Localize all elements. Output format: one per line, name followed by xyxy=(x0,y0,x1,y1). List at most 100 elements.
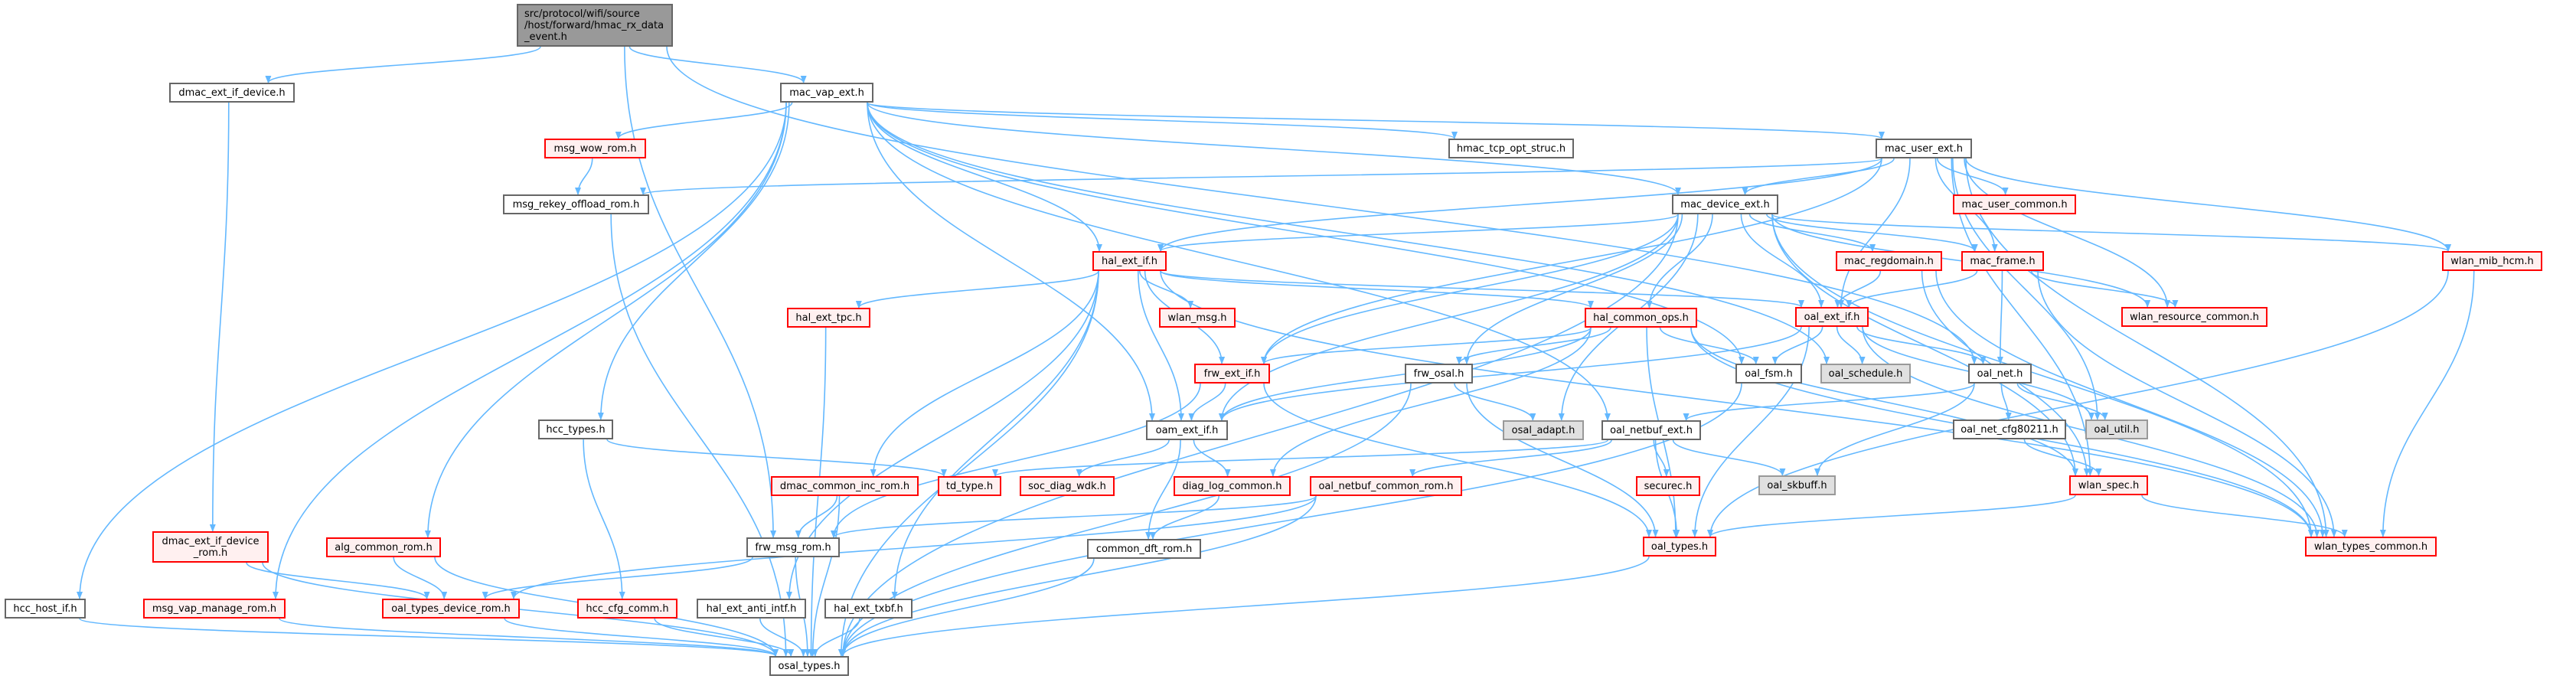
edge-diag-log-common-to-common-dft-rom xyxy=(1150,495,1220,540)
node-hcc-cfg-comm[interactable]: hcc_cfg_comm.h xyxy=(577,599,677,619)
edge-mac-device-ext-to-oam-ext-if xyxy=(1219,214,1679,421)
node-mac-frame[interactable]: mac_frame.h xyxy=(1961,251,2044,271)
edge-oam-ext-if-to-diag-log-common xyxy=(1193,439,1231,477)
node-mac-user-common[interactable]: mac_user_common.h xyxy=(1953,194,2076,214)
edge-mac-device-ext-to-mac-frame xyxy=(1766,214,1978,252)
node-oal-schedule[interactable]: oal_schedule.h xyxy=(1820,364,1911,384)
node-oal-netbuf-common-rom[interactable]: oal_netbuf_common_rom.h xyxy=(1310,476,1462,496)
edge-mac-user-ext-to-mac-user-common xyxy=(1936,158,2009,195)
edge-wlan-spec-to-wlan-types-common xyxy=(2141,495,2348,537)
node-wlan-spec[interactable]: wlan_spec.h xyxy=(2069,475,2148,495)
node-oal-types-device-rom[interactable]: oal_types_device_rom.h xyxy=(382,599,520,619)
node-hcc-types[interactable]: hcc_types.h xyxy=(538,419,613,439)
edge-wlan-spec-to-oal-types xyxy=(1707,495,2076,537)
node-dmac-common-inc-rom[interactable]: dmac_common_inc_rom.h xyxy=(771,476,919,496)
node-dmac-ext-if-device-rom[interactable]: dmac_ext_if_device _rom.h xyxy=(152,531,269,563)
node-oal-netbuf-ext[interactable]: oal_netbuf_ext.h xyxy=(1601,420,1701,440)
node-oal-skbuff[interactable]: oal_skbuff.h xyxy=(1758,475,1836,495)
edge-hal-ext-if-to-hal-ext-txbf xyxy=(891,270,1099,599)
edge-mac-user-ext-to-frw-ext-if xyxy=(1261,158,1882,364)
edge-mac-vap-ext-to-hal-ext-if xyxy=(867,102,1102,252)
node-oal-fsm[interactable]: oal_fsm.h xyxy=(1735,364,1802,384)
node-diag-log-common[interactable]: diag_log_common.h xyxy=(1174,476,1291,496)
edge-oal-netbuf-ext-to-oal-skbuff xyxy=(1672,439,1786,476)
edge-hal-common-ops-to-frw-osal xyxy=(1455,327,1611,364)
node-td-type[interactable]: td_type.h xyxy=(938,476,1001,496)
node-msg-rekey-offload-rom[interactable]: msg_rekey_offload_rom.h xyxy=(503,194,649,214)
edge-frw-ext-if-to-frw-msg-rom xyxy=(831,383,1201,538)
node-mac-user-ext[interactable]: mac_user_ext.h xyxy=(1876,139,1972,158)
edge-dmac-common-inc-rom-to-osal-types xyxy=(809,495,841,657)
node-oal-ext-if[interactable]: oal_ext_if.h xyxy=(1795,307,1869,327)
node-hmac-tcp-opt-struc[interactable]: hmac_tcp_opt_struc.h xyxy=(1448,139,1574,158)
edge-hcc-host-if-to-osal-types xyxy=(79,618,779,657)
edge-mac-user-ext-to-msg-rekey-offload-rom xyxy=(640,158,1882,195)
node-dmac-ext-if-device[interactable]: dmac_ext_if_device.h xyxy=(169,83,295,103)
edge-root-to-mac-vap-ext xyxy=(628,46,807,83)
node-mac-regdomain[interactable]: mac_regdomain.h xyxy=(1836,251,1942,271)
node-common-dft-rom[interactable]: common_dft_rom.h xyxy=(1087,539,1201,559)
node-mac-vap-ext[interactable]: mac_vap_ext.h xyxy=(780,83,873,103)
edge-oam-ext-if-to-soc-diag-wdk xyxy=(1076,439,1170,477)
node-osal-types[interactable]: osal_types.h xyxy=(769,656,849,676)
edge-mac-frame-to-wlan-types-common xyxy=(2037,270,2337,537)
edge-oal-ext-if-to-oal-net xyxy=(1856,326,1987,364)
edge-dmac-ext-if-device-rom-to-oal-types-device-rom xyxy=(246,562,430,599)
node-securec[interactable]: securec.h xyxy=(1636,476,1700,496)
edge-oal-netbuf-common-rom-to-frw-msg-rom xyxy=(831,495,1317,538)
node-oal-net[interactable]: oal_net.h xyxy=(1968,364,2032,384)
node-frw-ext-if[interactable]: frw_ext_if.h xyxy=(1194,364,1270,384)
edge-mac-user-ext-to-wlan-resource-common xyxy=(1964,158,2171,308)
node-osal-adapt[interactable]: osal_adapt.h xyxy=(1503,420,1584,440)
edge-hal-common-ops-to-wlan-spec xyxy=(1690,327,2078,476)
edge-oal-netbuf-ext-to-td-type xyxy=(992,439,1608,477)
node-hal-common-ops[interactable]: hal_common_ops.h xyxy=(1585,308,1697,328)
edge-dmac-ext-if-device-to-dmac-ext-if-device-rom xyxy=(209,102,230,532)
edge-frw-ext-if-to-oal-types xyxy=(1263,383,1652,537)
node-oal-types[interactable]: oal_types.h xyxy=(1643,537,1716,557)
node-msg-vap-manage-rom[interactable]: msg_vap_manage_rom.h xyxy=(143,599,286,619)
node-hcc-host-if[interactable]: hcc_host_if.h xyxy=(5,599,86,619)
node-wlan-mib-hcm[interactable]: wlan_mib_hcm.h xyxy=(2442,251,2542,271)
edge-oal-netbuf-common-rom-to-oal-types-device-rom xyxy=(511,495,1317,599)
node-wlan-msg[interactable]: wlan_msg.h xyxy=(1159,308,1236,328)
node-hal-ext-anti-intf[interactable]: hal_ext_anti_intf.h xyxy=(697,599,806,619)
edge-oal-ext-if-to-oal-schedule xyxy=(1836,326,1866,364)
edge-oal-net-to-oal-netbuf-ext xyxy=(1683,383,1975,421)
edge-hal-ext-if-to-dmac-common-inc-rom xyxy=(870,270,1099,477)
edge-hal-common-ops-to-oal-fsm xyxy=(1659,327,1759,364)
edge-hal-ext-if-to-hal-common-ops xyxy=(1160,270,1594,308)
edge-msg-rekey-offload-rom-to-osal-types xyxy=(610,214,789,657)
edge-hal-ext-if-to-oam-ext-if xyxy=(1137,270,1184,421)
node-oal-util[interactable]: oal_util.h xyxy=(2085,419,2148,439)
edge-mac-frame-to-oal-ext-if xyxy=(1846,270,1978,308)
edge-hal-ext-anti-intf-to-osal-types xyxy=(759,618,807,657)
node-hal-ext-txbf[interactable]: hal_ext_txbf.h xyxy=(824,599,913,619)
node-frw-osal[interactable]: frw_osal.h xyxy=(1405,364,1473,384)
node-soc-diag-wdk[interactable]: soc_diag_wdk.h xyxy=(1020,476,1115,496)
edge-root-to-dmac-ext-if-device xyxy=(265,46,541,83)
edge-mac-user-ext-to-hal-ext-if xyxy=(1157,158,1882,252)
node-wlan-resource-common[interactable]: wlan_resource_common.h xyxy=(2121,307,2267,327)
edge-oal-net-to-oal-net-cfg80211 xyxy=(2000,383,2012,420)
node-alg-common-rom[interactable]: alg_common_rom.h xyxy=(326,537,441,557)
edge-mac-vap-ext-to-mac-user-ext xyxy=(867,102,1885,139)
edge-mac-user-ext-to-wlan-mib-hcm xyxy=(1965,158,2451,252)
node-hal-ext-tpc[interactable]: hal_ext_tpc.h xyxy=(787,308,870,328)
node-frw-msg-rom[interactable]: frw_msg_rom.h xyxy=(746,537,840,557)
edge-msg-vap-manage-rom-to-osal-types xyxy=(279,618,779,657)
node-msg-wow-rom[interactable]: msg_wow_rom.h xyxy=(544,139,646,158)
edge-hal-common-ops-to-frw-ext-if xyxy=(1261,327,1592,364)
node-oam-ext-if[interactable]: oam_ext_if.h xyxy=(1146,420,1228,440)
node-hal-ext-if[interactable]: hal_ext_if.h xyxy=(1092,251,1167,271)
node-mac-device-ext[interactable]: mac_device_ext.h xyxy=(1672,194,1778,214)
edge-oal-netbuf-ext-to-oal-netbuf-common-rom xyxy=(1409,439,1612,477)
edge-oal-types-device-rom-to-osal-types xyxy=(504,618,779,657)
node-oal-net-cfg80211[interactable]: oal_net_cfg80211.h xyxy=(1953,419,2066,439)
node-root[interactable]: src/protocol/wifi/source /host/forward/h… xyxy=(517,4,673,47)
edge-mac-device-ext-to-wlan-resource-common xyxy=(1771,214,2151,308)
edge-mac-vap-ext-to-hmac-tcp-opt-struc xyxy=(867,102,1458,139)
node-wlan-types-common[interactable]: wlan_types_common.h xyxy=(2305,537,2437,557)
